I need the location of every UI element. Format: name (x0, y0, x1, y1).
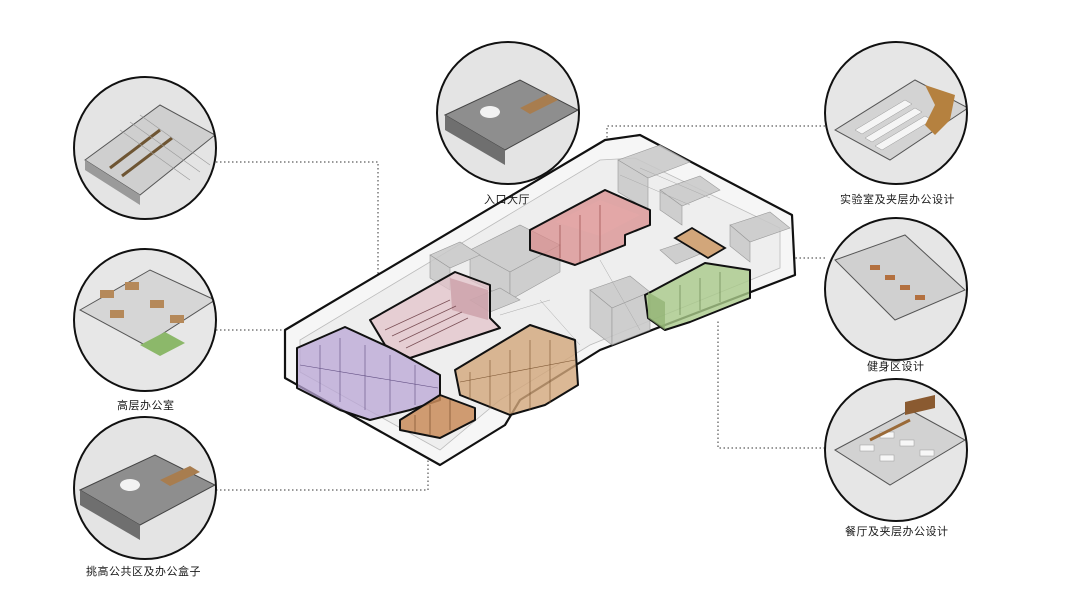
leader-lines (216, 125, 825, 491)
leader-line-top-left (216, 161, 379, 300)
vignette-mid-right (824, 217, 968, 361)
zone-lower-box (399, 394, 476, 439)
leader-line-bottom-right (717, 320, 825, 449)
leader-line-bottom-left (216, 420, 429, 491)
label-entrance-hall: 入口大厅 (484, 193, 530, 206)
label-restaurant: 餐厅及夹层办公设计 (845, 525, 949, 538)
vignette-top-center (436, 41, 580, 185)
vignette-bottom-right (824, 378, 968, 522)
label-gym: 健身区设计 (867, 360, 925, 373)
label-public-area: 挑高公共区及办公盒子 (86, 565, 201, 578)
zone-gym (644, 262, 751, 331)
building-axonometric (283, 133, 797, 467)
vignette-top-left (73, 76, 217, 220)
zone-lab (529, 189, 651, 266)
label-high-rise-office: 高层办公室 (117, 399, 175, 412)
vignette-top-right (824, 41, 968, 185)
vignette-mid-left (73, 248, 217, 392)
zone-atrium (369, 271, 501, 359)
zone-public (454, 324, 579, 416)
zone-small-box (673, 226, 727, 260)
vignette-bottom-left (73, 416, 217, 560)
label-lab-office: 实验室及夹层办公设计 (840, 193, 955, 206)
leader-line-top-right (606, 125, 825, 212)
